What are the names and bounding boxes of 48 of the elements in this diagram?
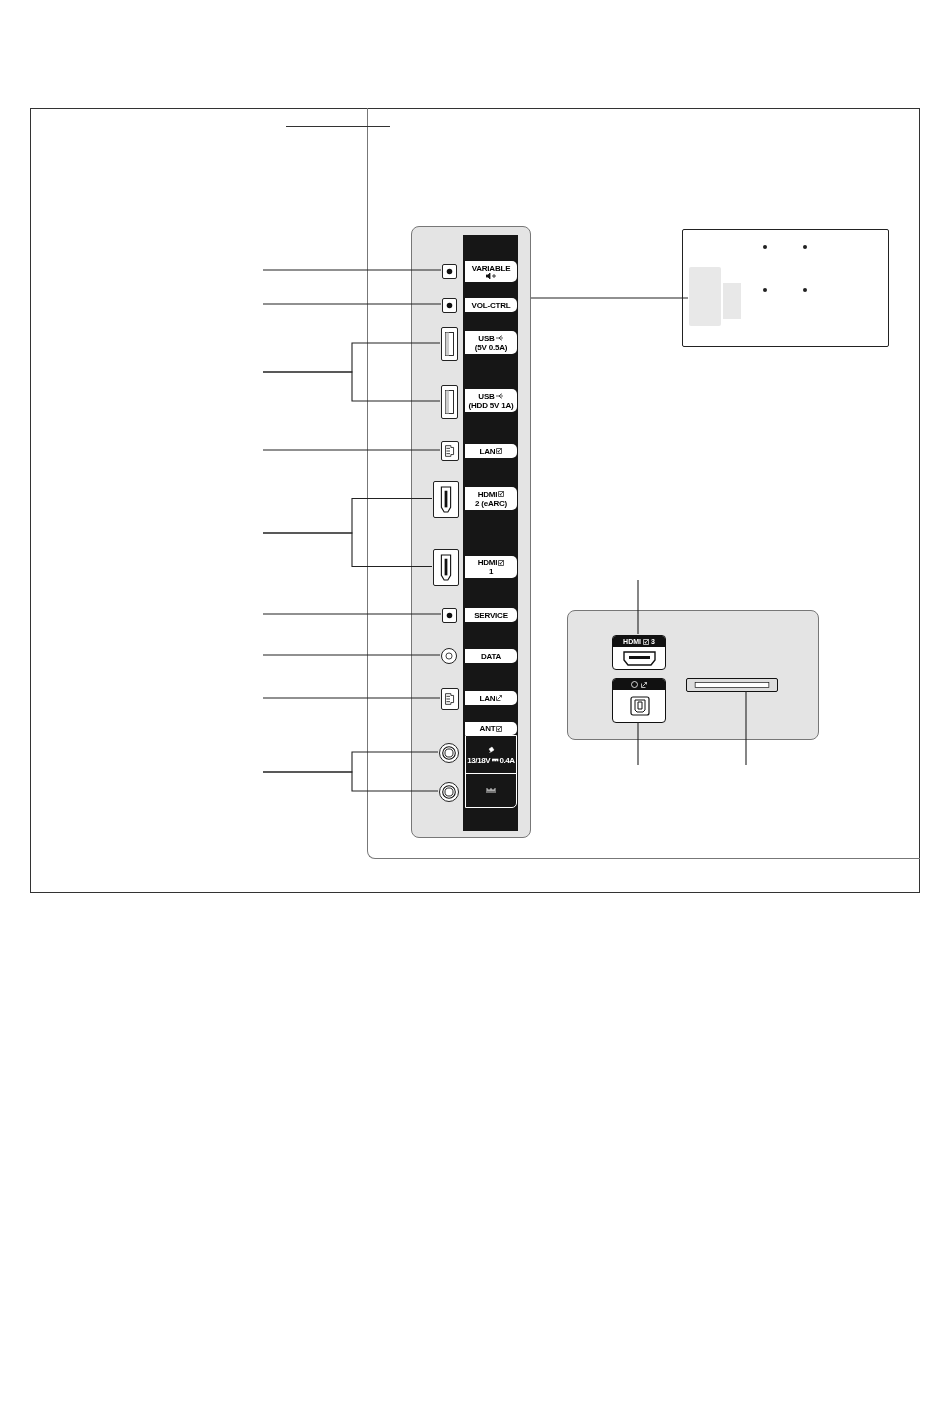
port-label: VOL-CTRL — [471, 300, 511, 310]
connector-panel — [411, 226, 531, 838]
leader-line — [262, 771, 439, 792]
hdmi-port — [433, 481, 459, 518]
port-label: HDMI — [477, 558, 498, 567]
usb-port — [441, 385, 458, 419]
lan-port — [441, 688, 459, 710]
port-label: ANT — [479, 724, 496, 733]
audio-jack — [442, 264, 457, 279]
port-label: VARIABLE — [471, 264, 511, 273]
usb-port — [441, 327, 458, 361]
port-label: USB — [478, 333, 495, 343]
port-label: USB — [478, 391, 495, 401]
port-label: DATA — [480, 651, 502, 661]
leader-line — [530, 297, 689, 299]
data-jack — [441, 648, 457, 664]
antenna-jack — [439, 743, 459, 763]
port-label: HDMI — [477, 489, 498, 499]
leader-line — [262, 449, 441, 451]
leader-line — [262, 269, 442, 271]
leader-line — [262, 697, 441, 699]
leader-line — [262, 613, 442, 615]
leader-line — [262, 532, 433, 568]
tv-rear-view — [682, 229, 889, 347]
leader-line — [262, 371, 441, 402]
hdmi-port — [612, 635, 666, 670]
port-label: 13/18V ⎓ 0.4A — [466, 757, 516, 765]
antenna-jack — [439, 782, 459, 802]
port-label: 2 (eARC) — [474, 498, 508, 508]
side-connector-panel — [567, 610, 819, 740]
port-label: LAN — [479, 446, 496, 456]
port-label: 1 — [488, 567, 494, 576]
leader-line — [637, 579, 639, 635]
lan-port — [441, 441, 459, 461]
audio-jack — [442, 608, 457, 623]
audio-jack — [442, 298, 457, 313]
port-label: (5V 0.5A) — [474, 342, 508, 352]
hdmi-port — [433, 549, 459, 586]
panel-outline — [689, 267, 721, 326]
port-label: (HDD 5V 1A) — [468, 400, 514, 410]
leader-line — [262, 654, 441, 656]
leader-line — [262, 303, 442, 305]
optical-port — [612, 678, 666, 723]
leader-line — [637, 721, 639, 766]
leader-line — [745, 690, 747, 766]
port-label: LAN — [479, 693, 496, 703]
card-slot — [686, 678, 778, 692]
port-label: SERVICE — [474, 610, 508, 620]
